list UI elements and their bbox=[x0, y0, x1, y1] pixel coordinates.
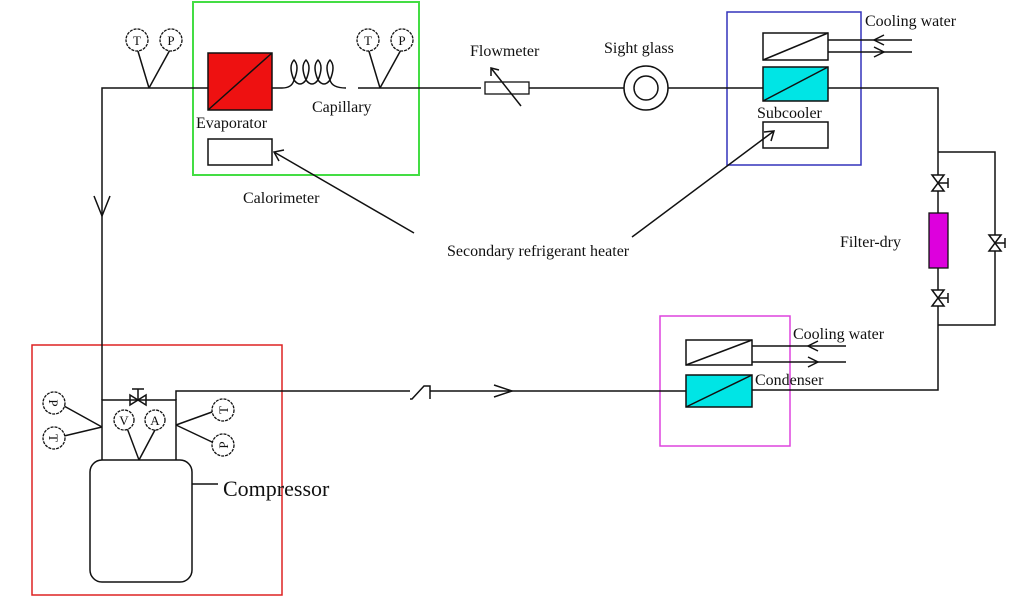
refrigerant-piping bbox=[101, 87, 996, 400]
condenser-enclosure bbox=[659, 315, 791, 447]
capillary-label: Capillary bbox=[312, 99, 372, 116]
calorimeter-label: Calorimeter bbox=[243, 190, 320, 207]
valve-icon bbox=[930, 289, 949, 307]
pressure-gauge: P bbox=[216, 441, 231, 448]
flowmeter-label: Flowmeter bbox=[470, 43, 540, 60]
sight-glass bbox=[623, 65, 669, 111]
compressor-enclosure bbox=[31, 344, 283, 596]
evaporator-label: Evaporator bbox=[196, 115, 268, 132]
condenser-cooling-water-lines bbox=[752, 340, 846, 368]
compressor-label: Compressor bbox=[223, 476, 330, 501]
voltage-current-meters: V A bbox=[113, 409, 166, 461]
filter-dryer bbox=[928, 212, 949, 269]
voltmeter: V bbox=[119, 413, 129, 428]
subcooler-heater bbox=[762, 121, 829, 149]
temperature-gauge: T bbox=[216, 406, 231, 414]
subcooler-cooling-water-lines bbox=[828, 34, 912, 58]
temperature-pressure-gauges-capillary: T P bbox=[356, 28, 414, 89]
subcooler-label: Subcooler bbox=[757, 105, 823, 122]
capillary-coil bbox=[281, 58, 347, 89]
temperature-pressure-gauges-inlet: T P bbox=[125, 28, 183, 89]
cooling-water-label-top: Cooling water bbox=[865, 13, 957, 30]
condenser-label: Condenser bbox=[755, 372, 824, 389]
secondary-heater-label: Secondary refrigerant heater bbox=[447, 243, 630, 260]
temperature-gauge: T bbox=[46, 434, 61, 442]
secondary-heater-pointers bbox=[272, 130, 776, 238]
filter-dry-label: Filter-dry bbox=[840, 234, 901, 251]
compressor-discharge-gauges: T P bbox=[175, 398, 235, 457]
pressure-gauge: P bbox=[167, 33, 174, 48]
compressor-suction-gauges: P T bbox=[42, 391, 103, 450]
pressure-gauge: P bbox=[398, 33, 405, 48]
sight-glass-label: Sight glass bbox=[604, 40, 674, 57]
temperature-gauge: T bbox=[364, 33, 372, 48]
flow-direction-arrow-right bbox=[493, 384, 515, 398]
pressure-gauge: P bbox=[46, 399, 61, 406]
compressor-valve-icon bbox=[129, 388, 147, 407]
ammeter: A bbox=[150, 413, 160, 428]
valve-icon bbox=[930, 174, 949, 192]
calorimeter-heater bbox=[207, 138, 273, 166]
flow-direction-arrow-down bbox=[93, 195, 111, 219]
cooling-water-label-bottom: Cooling water bbox=[793, 326, 885, 343]
bypass-valve-icon bbox=[987, 234, 1006, 252]
temperature-gauge: T bbox=[133, 33, 141, 48]
check-valve-icon bbox=[410, 385, 431, 400]
